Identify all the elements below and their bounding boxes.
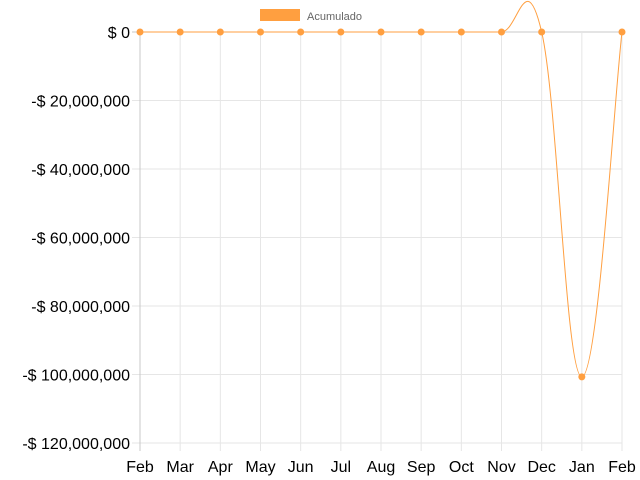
- legend-label[interactable]: Acumulado: [307, 11, 362, 23]
- x-tick-label: Apr: [208, 459, 234, 476]
- x-tick-label: Feb: [126, 459, 154, 476]
- x-tick-label: Nov: [487, 459, 515, 476]
- y-tick-label: -$ 20,000,000: [31, 94, 130, 111]
- data-point[interactable]: [457, 28, 465, 36]
- data-point[interactable]: [216, 28, 224, 36]
- y-tick-label: -$ 40,000,000: [31, 162, 130, 179]
- x-tick-label: Mar: [166, 459, 194, 476]
- data-point[interactable]: [257, 28, 264, 36]
- series-line: [139, 0, 623, 378]
- data-point[interactable]: [498, 28, 505, 36]
- x-tick-label: Jun: [288, 459, 314, 476]
- data-point[interactable]: [337, 28, 345, 36]
- data-point[interactable]: [136, 28, 144, 36]
- y-tick-label: -$ 120,000,000: [22, 436, 130, 453]
- y-tick-label: -$ 100,000,000: [22, 368, 130, 385]
- y-tick-label: -$ 80,000,000: [31, 299, 130, 316]
- x-tick-label: Feb: [608, 459, 636, 476]
- data-point[interactable]: [377, 28, 385, 36]
- x-tick-label: Jul: [331, 459, 351, 476]
- data-point[interactable]: [538, 28, 546, 36]
- x-tick-label: Oct: [449, 459, 474, 476]
- data-point[interactable]: [578, 373, 586, 381]
- x-tick-label: Aug: [367, 459, 395, 476]
- y-tick-label: $ 0: [108, 25, 130, 42]
- grid-lines: [132, 31, 623, 451]
- series-layer: [136, 0, 626, 381]
- legend-swatch[interactable]: [260, 9, 300, 21]
- x-tick-label: Jan: [569, 459, 595, 476]
- y-tick-label: -$ 60,000,000: [31, 231, 130, 248]
- data-point[interactable]: [618, 28, 626, 36]
- data-point[interactable]: [417, 28, 425, 36]
- y-axis-ticks: $ 0 -$ 20,000,000 -$ 40,000,000 -$ 60,000,0…: [22, 25, 130, 453]
- x-tick-label: Dec: [527, 459, 555, 476]
- x-tick-label: Sep: [407, 459, 436, 476]
- x-axis-ticks: Feb Mar Apr May Jun Jul Aug Sep Oct Nov Dec Jan Feb: [126, 459, 636, 476]
- data-point[interactable]: [297, 28, 305, 36]
- legend[interactable]: Acumulado: [260, 9, 362, 23]
- x-tick-label: May: [245, 459, 275, 476]
- data-point[interactable]: [176, 28, 184, 36]
